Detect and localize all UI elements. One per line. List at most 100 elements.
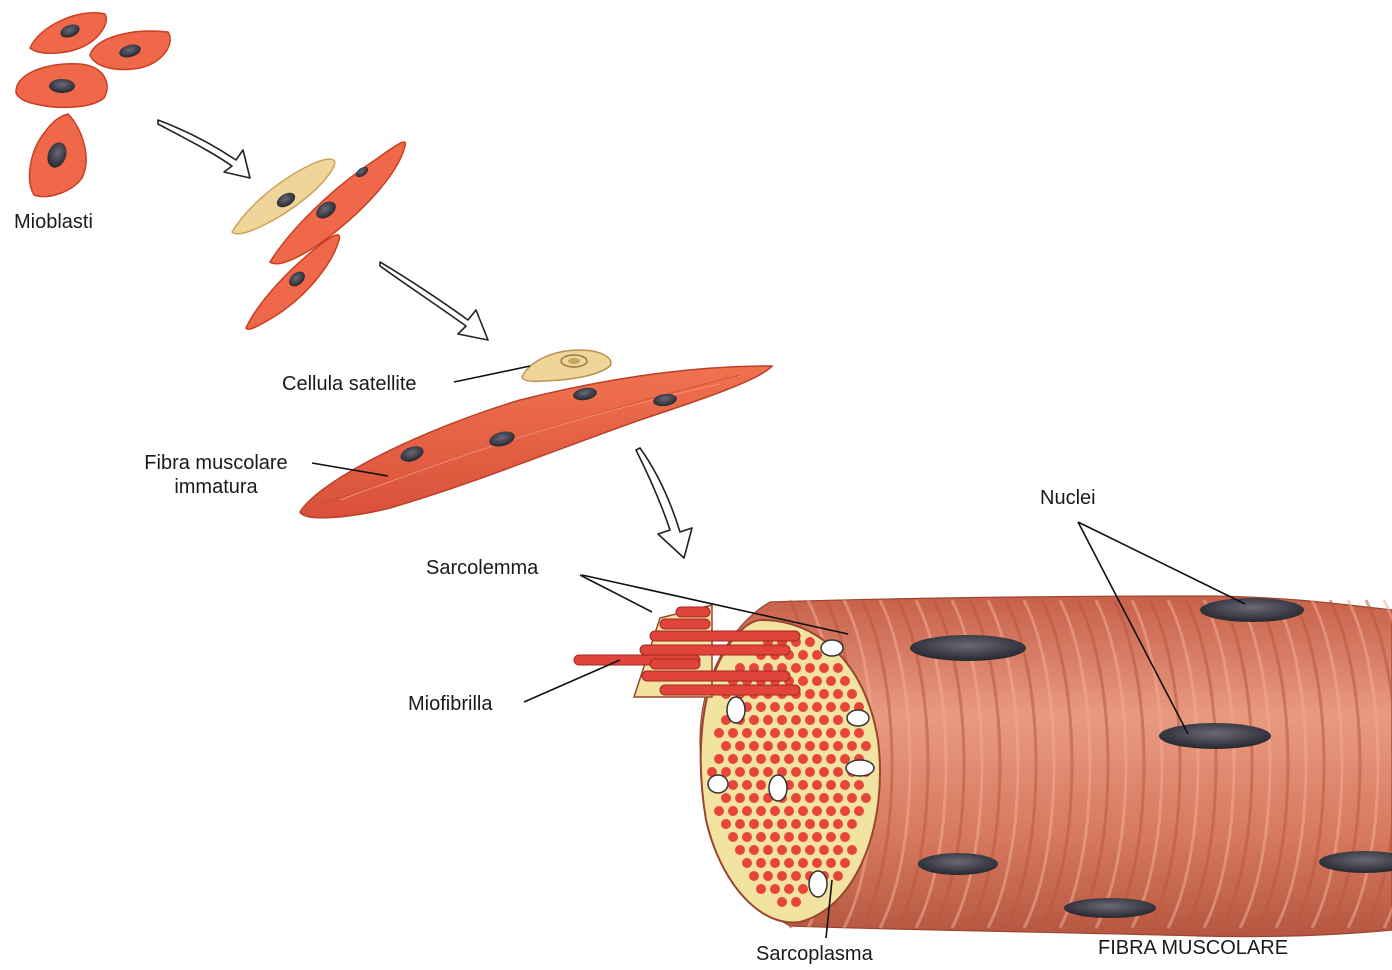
label-cellula-satellite: Cellula satellite	[282, 372, 417, 396]
myofibril-dot	[840, 858, 850, 868]
myofibril-dot	[840, 676, 850, 686]
myofibril-rod	[650, 659, 700, 669]
myofibril-dot	[805, 767, 815, 777]
myofibril-dot	[798, 806, 808, 816]
label-sarcolemma: Sarcolemma	[426, 556, 538, 580]
myofibril-dot	[798, 832, 808, 842]
myofibril-dot	[784, 832, 794, 842]
myofibril-dot	[742, 780, 752, 790]
myoblasts-group	[16, 13, 170, 197]
myofibril-dot	[854, 780, 864, 790]
myofibril-dot	[749, 845, 759, 855]
myofibril-dot	[749, 715, 759, 725]
myofibril-dot	[833, 871, 843, 881]
myofibril-dot	[791, 819, 801, 829]
myofibril-dot	[714, 806, 724, 816]
myofibril-dot	[840, 702, 850, 712]
myofibril-dot	[798, 858, 808, 868]
myofibril-dot	[770, 884, 780, 894]
myofibril-dot	[749, 793, 759, 803]
myofibril-dot	[840, 728, 850, 738]
myofibril-dot	[833, 845, 843, 855]
myofibril-dot	[770, 832, 780, 842]
myofibril-dot	[833, 793, 843, 803]
myofibril-dot	[826, 858, 836, 868]
myofibril-dot	[819, 819, 829, 829]
nucleus	[918, 853, 998, 875]
myofibril-dot	[763, 819, 773, 829]
myofibril-dot	[791, 715, 801, 725]
fusing-cells-group	[232, 142, 405, 329]
myofibril-dot	[791, 845, 801, 855]
arrow-1	[158, 120, 250, 178]
myofibril-dot	[833, 767, 843, 777]
myofibril-dot	[784, 728, 794, 738]
mitochondrion	[821, 640, 843, 656]
myofibril-dot	[756, 832, 766, 842]
myofibril-dot	[861, 793, 871, 803]
myofibril-dot	[763, 715, 773, 725]
myofibril-dot	[847, 741, 857, 751]
myofibril-dot	[756, 754, 766, 764]
myofibril-dot	[812, 754, 822, 764]
mitochondrion	[846, 760, 874, 776]
myofibril-dot	[798, 884, 808, 894]
myofibril-dot	[756, 806, 766, 816]
myofibril-dot	[735, 819, 745, 829]
myofibril-dot	[826, 832, 836, 842]
blank-mask	[188, 752, 480, 802]
myofibril-dot	[742, 806, 752, 816]
myofibril-dot	[763, 845, 773, 855]
myofibril-dot	[763, 871, 773, 881]
myofibril-dot	[770, 728, 780, 738]
blank-mask	[172, 800, 516, 850]
label-fibra-immatura-line2: immatura	[126, 475, 306, 499]
leader-nuclei-1	[1078, 522, 1245, 604]
mitochondrion	[847, 710, 869, 726]
myofibril-dot	[812, 702, 822, 712]
myofibril-dot	[819, 689, 829, 699]
myofibril-dot	[805, 741, 815, 751]
myofibril-dot	[847, 689, 857, 699]
myofibril-rod	[660, 619, 710, 629]
myofibril-dot	[742, 754, 752, 764]
myofibril-rod	[642, 671, 790, 681]
myofibril-dot	[784, 754, 794, 764]
myofibril-dot	[833, 715, 843, 725]
myofibril-dot	[826, 780, 836, 790]
mature-muscle-fiber	[574, 596, 1392, 937]
myofibril-dot	[749, 871, 759, 881]
myofibril-dot	[714, 728, 724, 738]
myofibril-dot	[728, 780, 738, 790]
myofibril-dot	[812, 858, 822, 868]
myofibril-dot	[721, 741, 731, 751]
nucleus	[1064, 898, 1156, 918]
myofibril-rod	[676, 607, 710, 617]
myofibril-dot	[819, 715, 829, 725]
myofibril-dot	[756, 858, 766, 868]
label-nuclei: Nuclei	[1040, 486, 1096, 510]
mitochondrion	[809, 871, 827, 897]
myofibril-dot	[861, 741, 871, 751]
myofibril-dot	[770, 702, 780, 712]
myofibril-dot	[805, 689, 815, 699]
myofibril-dot	[777, 871, 787, 881]
myofibril-dot	[847, 793, 857, 803]
leader-sarcolemma-1	[580, 575, 652, 612]
myofibril-dot	[812, 676, 822, 686]
myofibril-dot	[728, 728, 738, 738]
myofibril-dot	[770, 858, 780, 868]
label-sarcoplasma: Sarcoplasma	[756, 942, 873, 966]
myofibril-dot	[819, 845, 829, 855]
myofibril-dot	[812, 728, 822, 738]
myofibril-dot	[777, 819, 787, 829]
myofibril-dot	[770, 754, 780, 764]
myofibril-dot	[791, 741, 801, 751]
label-fibra-muscolare: FIBRA MUSCOLARE	[1098, 936, 1288, 960]
nucleus	[1200, 598, 1304, 622]
myofibril-dot	[819, 741, 829, 751]
myofibril-dot	[805, 715, 815, 725]
myofibril-dot	[763, 741, 773, 751]
myofibril-dot	[819, 663, 829, 673]
myofibril-dot	[756, 780, 766, 790]
